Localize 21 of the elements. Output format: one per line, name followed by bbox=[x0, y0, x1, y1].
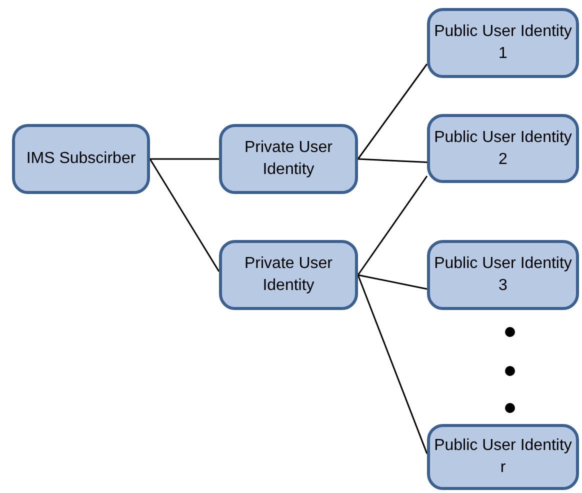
rounded-box bbox=[427, 240, 579, 310]
rounded-box bbox=[427, 424, 579, 490]
rounded-box bbox=[427, 114, 579, 183]
connector-line bbox=[357, 274, 428, 454]
connector-line bbox=[149, 158, 220, 272]
connector-line bbox=[358, 274, 428, 290]
rounded-box bbox=[219, 124, 358, 194]
node-label: IMS Subscirber bbox=[25, 149, 137, 169]
connector-line bbox=[357, 64, 428, 160]
rounded-box bbox=[427, 8, 579, 78]
connector-line bbox=[150, 158, 219, 160]
node-label: Public User Identity r bbox=[433, 436, 573, 478]
node-label: Public User Identity 2 bbox=[433, 128, 573, 170]
node-label: Public User Identity 1 bbox=[433, 22, 573, 64]
node-label: Private User Identity bbox=[243, 138, 334, 180]
rounded-box bbox=[12, 124, 150, 194]
connector-line bbox=[357, 176, 428, 276]
connector-line bbox=[358, 158, 428, 164]
node-label: Public User Identity 3 bbox=[433, 254, 573, 296]
node-label: Private User Identity bbox=[243, 254, 334, 296]
rounded-box bbox=[219, 240, 358, 310]
